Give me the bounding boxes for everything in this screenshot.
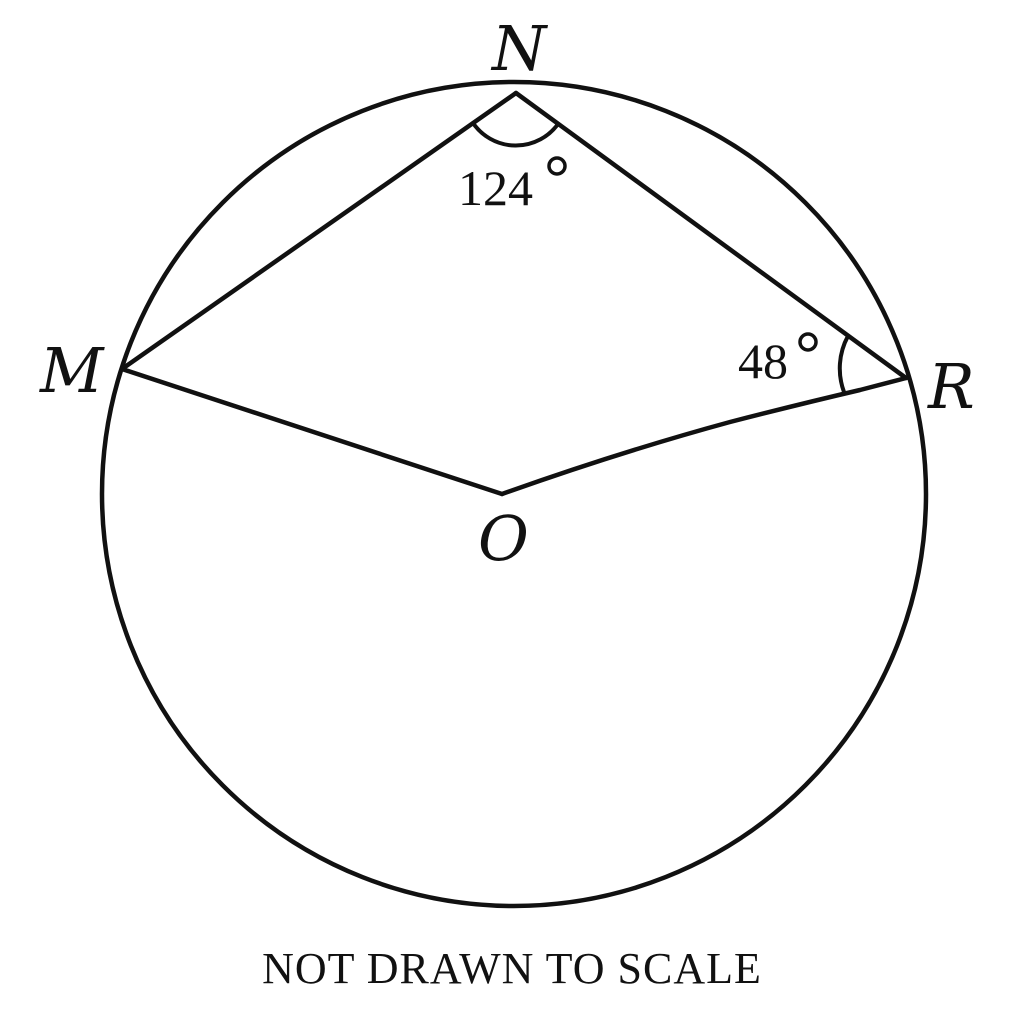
point-label-n: N xyxy=(490,12,549,85)
angle-arc-n xyxy=(471,121,560,148)
not-to-scale-caption: NOT DRAWN TO SCALE xyxy=(262,944,762,993)
point-label-r: R xyxy=(927,350,975,423)
point-label-m: M xyxy=(39,334,105,407)
circle xyxy=(99,79,929,909)
segment-mn xyxy=(119,90,519,372)
segment-mo xyxy=(119,366,505,497)
segment-nr xyxy=(513,90,909,381)
segment-ro xyxy=(499,375,909,497)
point-label-o: O xyxy=(478,502,529,575)
degree-symbol-r xyxy=(798,332,818,352)
angle-label-n: 124 xyxy=(458,160,533,216)
angle-label-r: 48 xyxy=(738,333,788,389)
degree-symbol-n xyxy=(547,156,567,176)
angle-arc-r xyxy=(837,334,850,394)
